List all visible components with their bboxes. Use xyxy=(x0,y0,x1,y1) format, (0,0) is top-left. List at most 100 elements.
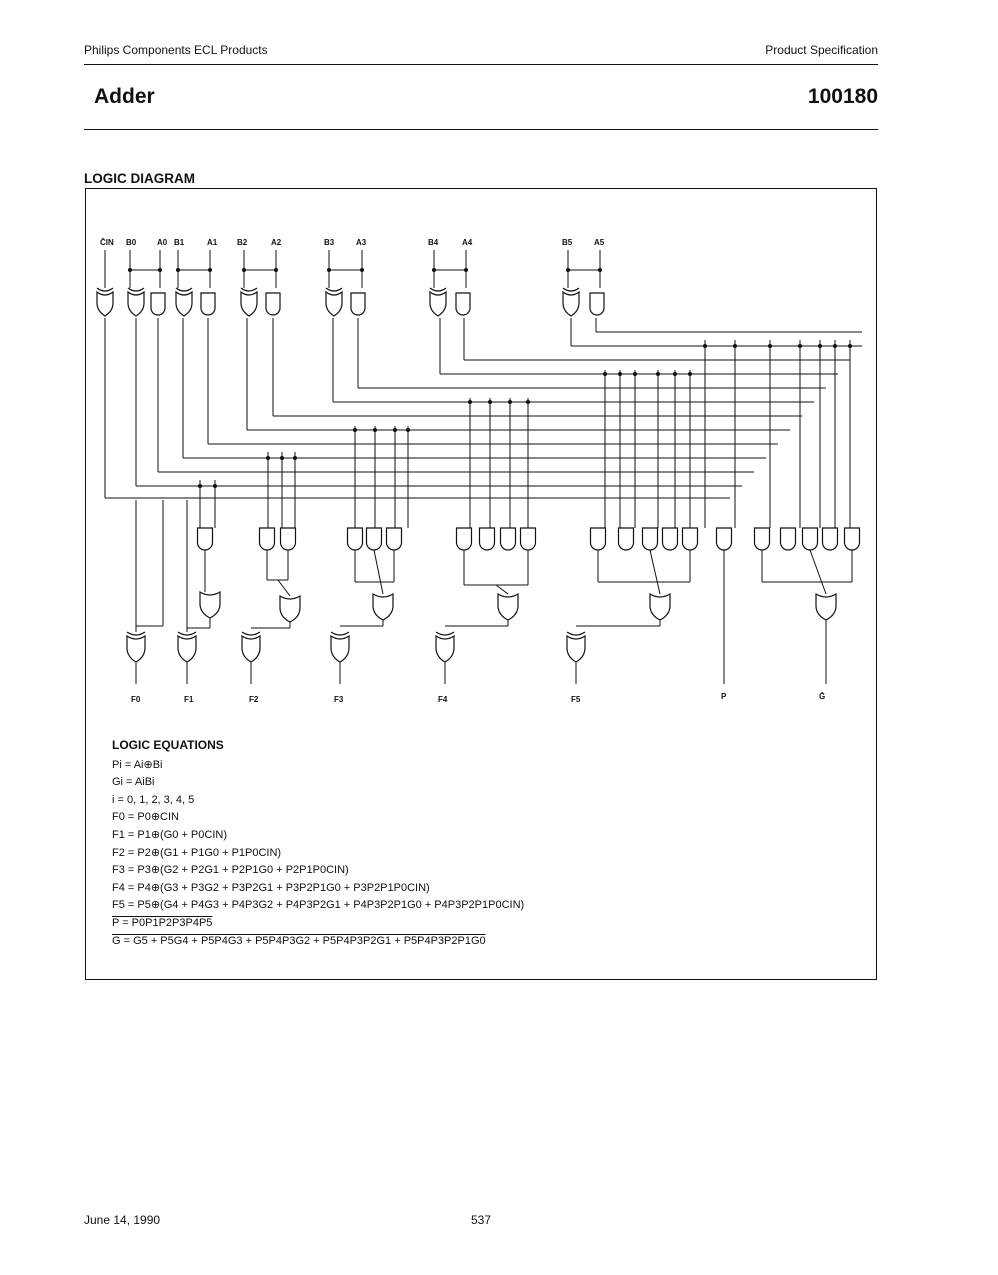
input-label: C̄IN xyxy=(100,238,114,247)
input-label: A5 xyxy=(594,238,605,247)
or-gate xyxy=(240,290,258,317)
input-label: B3 xyxy=(324,238,335,247)
junction-dot xyxy=(293,456,297,460)
junction-dot xyxy=(128,268,132,272)
header-company: Philips Components ECL Products xyxy=(84,43,268,57)
and-gate xyxy=(279,527,297,551)
equation-line: Pi = Ai⊕Bi xyxy=(112,758,163,771)
and-gate xyxy=(617,527,635,551)
equation-line: F5 = P5⊕(G4 + P4G3 + P4P3G2 + P4P3P2G1 +… xyxy=(112,899,525,912)
junction-dot xyxy=(432,268,436,272)
input-label: A1 xyxy=(207,238,218,247)
or-gate xyxy=(372,592,394,621)
and-gate xyxy=(753,527,771,551)
xor-bar xyxy=(126,631,146,636)
and-gate xyxy=(196,527,214,551)
junction-dot xyxy=(603,372,607,376)
page-title: Adder xyxy=(94,85,155,108)
junction-dot xyxy=(468,400,472,404)
and-gate xyxy=(519,527,537,551)
and-gate xyxy=(801,527,819,551)
output-label: F0 xyxy=(131,695,141,704)
input-label: B0 xyxy=(126,238,137,247)
or-gate xyxy=(330,634,350,663)
and-gate xyxy=(200,292,216,316)
logic-equations: LOGIC EQUATIONS Pi = Ai⊕Bi Gi = AiBi i =… xyxy=(112,737,524,950)
output-label: F5 xyxy=(571,695,581,704)
equation-line: i = 0, 1, 2, 3, 4, 5 xyxy=(112,793,195,806)
and-gate xyxy=(589,527,607,551)
junction-dot xyxy=(526,400,530,404)
and-gate xyxy=(350,292,366,316)
equations-heading: LOGIC EQUATIONS xyxy=(112,738,224,752)
junction-dot xyxy=(373,428,377,432)
junction-dot xyxy=(242,268,246,272)
and-gate xyxy=(661,527,679,551)
input-label: A4 xyxy=(462,238,473,247)
and-gate xyxy=(589,292,605,316)
wire xyxy=(277,579,291,597)
wire xyxy=(809,549,827,595)
junction-dot xyxy=(733,344,737,348)
equation-line: P = P0P1P2P3P4P5 xyxy=(112,916,213,929)
or-gate xyxy=(96,290,114,317)
and-gate xyxy=(843,527,861,551)
junction-dot xyxy=(393,428,397,432)
and-gate xyxy=(641,527,659,551)
junction-dot xyxy=(688,372,692,376)
junction-dot xyxy=(703,344,707,348)
junction-dot xyxy=(818,344,822,348)
and-gate xyxy=(681,527,699,551)
xor-bar xyxy=(325,287,343,292)
logic-diagram: C̄IN B0 A0 B1 A1 B2 A2 B3 A3 B4 A4 B5 A5… xyxy=(96,238,862,704)
or-gate xyxy=(199,590,221,619)
or-gate xyxy=(562,290,580,317)
or-gate xyxy=(435,634,455,663)
junction-dot xyxy=(833,344,837,348)
or-gate xyxy=(241,634,261,663)
junction-dot xyxy=(673,372,677,376)
junction-dot xyxy=(488,400,492,404)
input-label: B1 xyxy=(174,238,185,247)
wire xyxy=(649,549,661,595)
junction-dot xyxy=(768,344,772,348)
junction-dot xyxy=(464,268,468,272)
xor-bar xyxy=(566,631,586,636)
xor-bar xyxy=(241,631,261,636)
footer-date: June 14, 1990 xyxy=(84,1213,161,1227)
and-gate xyxy=(455,292,471,316)
or-gate xyxy=(566,634,586,663)
or-gate xyxy=(497,592,519,621)
junction-dot xyxy=(198,484,202,488)
output-label: F3 xyxy=(334,695,344,704)
and-gate xyxy=(715,527,733,551)
or-gate xyxy=(649,592,671,621)
or-gate xyxy=(429,290,447,317)
input-label: A3 xyxy=(356,238,367,247)
junction-dot xyxy=(406,428,410,432)
section-title: LOGIC DIAGRAM xyxy=(84,171,195,186)
and-gate xyxy=(258,527,276,551)
or-gate xyxy=(175,290,193,317)
or-gate xyxy=(126,634,146,663)
junction-dot xyxy=(848,344,852,348)
or-gate xyxy=(127,290,145,317)
equation-line: F4 = P4⊕(G3 + P3G2 + P3P2G1 + P3P2P1G0 +… xyxy=(112,881,430,894)
junction-dot xyxy=(274,268,278,272)
and-gate xyxy=(365,527,383,551)
junction-dot xyxy=(158,268,162,272)
junction-dot xyxy=(508,400,512,404)
xor-bar xyxy=(177,631,197,636)
xor-bar xyxy=(96,287,114,292)
junction-dot xyxy=(633,372,637,376)
title-rule xyxy=(84,129,878,130)
xor-bar xyxy=(127,287,145,292)
or-gate xyxy=(815,592,837,621)
and-gate xyxy=(455,527,473,551)
output-label: F2 xyxy=(249,695,259,704)
equation-line: F2 = P2⊕(G1 + P1G0 + P1P0CIN) xyxy=(112,846,282,859)
junction-dot xyxy=(353,428,357,432)
and-gate xyxy=(821,527,839,551)
wire xyxy=(495,584,509,595)
wire xyxy=(373,549,384,595)
